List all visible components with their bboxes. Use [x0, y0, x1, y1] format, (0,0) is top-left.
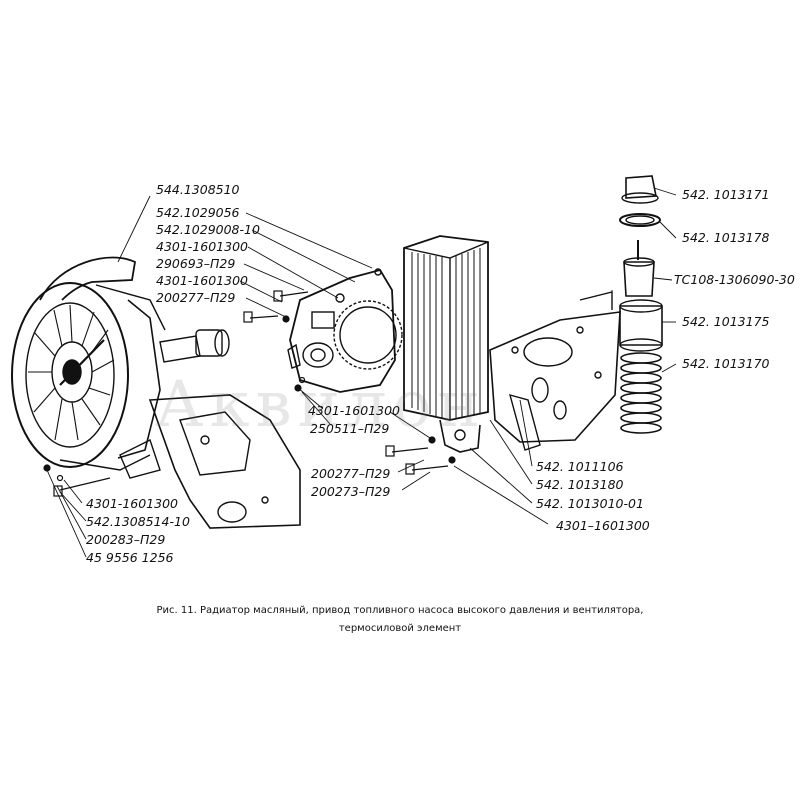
- part-label-542-1013170: 542. 1013170: [682, 356, 770, 371]
- drive-housing-illustration: [119, 394, 301, 529]
- part-label-tc108-1306090-30: ТС108-1306090-30: [674, 272, 795, 287]
- part-label-200277-p29-b: 200277–П29: [311, 466, 391, 481]
- part-label-45-9556-1256: 45 9556 1256: [86, 550, 174, 565]
- part-label-544-1308510: 544.1308510: [156, 182, 240, 197]
- part-label-542-1011106: 542. 1011106: [536, 459, 624, 474]
- figure-caption-line-1: Рис. 11. Радиатор масляный, привод топли…: [156, 605, 644, 616]
- part-label-200273-p29: 200273–П29: [311, 484, 391, 499]
- fan-housing-illustration: [11, 256, 230, 471]
- part-label-542-1013178: 542. 1013178: [682, 230, 770, 245]
- part-label-542-1013175: 542. 1013175: [682, 314, 770, 329]
- part-label-542-1308514-10: 542.1308514-10: [86, 514, 190, 529]
- thermostat-element-illustration: [619, 175, 663, 434]
- oil-radiator-illustration: [403, 235, 489, 453]
- watermark: Аквилон: [155, 368, 486, 442]
- leader-lines: [46, 187, 677, 558]
- part-label-4301-1601300-a: 4301-1601300: [156, 239, 248, 254]
- engine-block-illustration: [489, 291, 621, 451]
- part-label-542-1029056: 542.1029056: [156, 205, 240, 220]
- part-label-290693-p29: 290693–П29: [156, 256, 236, 271]
- part-label-4301-1601300-e: 4301-1601300: [86, 496, 178, 511]
- part-label-4301-1601300-b: 4301-1601300: [156, 273, 248, 288]
- part-label-4301-1601300-c: 4301-1601300: [308, 403, 400, 418]
- pump-drive-illustration: [287, 268, 403, 393]
- part-label-250511-p29: 250511–П29: [310, 421, 390, 436]
- part-label-542-1013010-01: 542. 1013010-01: [536, 496, 644, 511]
- part-label-200283-p29: 200283–П29: [86, 532, 166, 547]
- part-label-4301-1601300-d: 4301–1601300: [556, 518, 650, 533]
- part-label-542-1013180: 542. 1013180: [536, 477, 624, 492]
- part-label-200277-p29-a: 200277–П29: [156, 290, 236, 305]
- part-label-542-1013171: 542. 1013171: [682, 187, 770, 202]
- figure-caption-line-2: термосиловой элемент: [338, 623, 462, 634]
- part-label-542-1029008-10: 542.1029008-10: [156, 222, 260, 237]
- bolt-illustrations: [43, 290, 456, 497]
